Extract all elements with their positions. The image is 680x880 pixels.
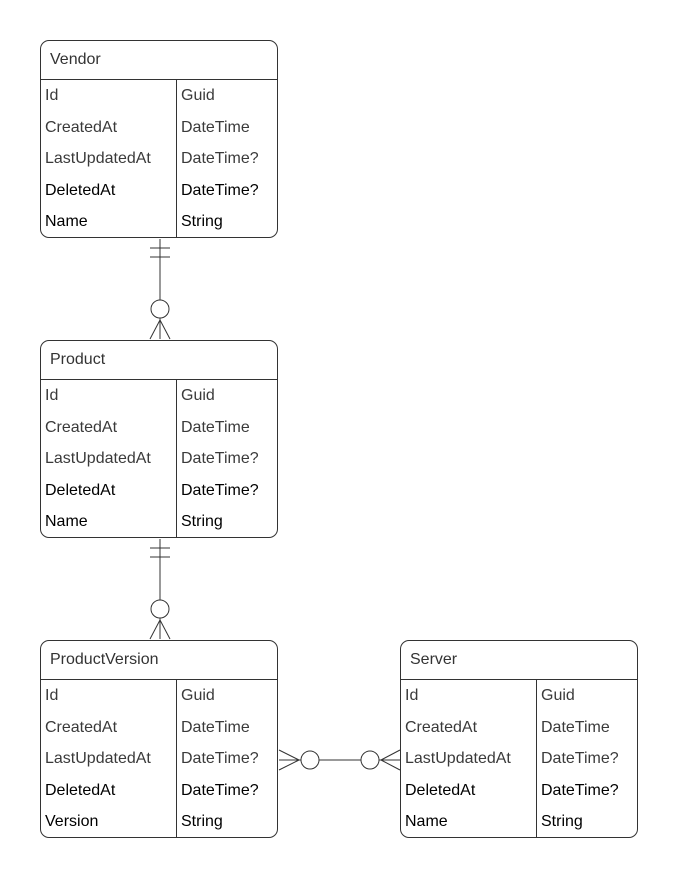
attribute-name: LastUpdatedAt bbox=[405, 750, 511, 768]
relationship-productversion-server[interactable] bbox=[278, 749, 401, 771]
attribute-row: LastUpdatedAt DateTime? bbox=[401, 743, 637, 775]
attribute-name: LastUpdatedAt bbox=[45, 450, 151, 468]
attribute-row: Id Guid bbox=[401, 680, 637, 712]
attribute-type: DateTime bbox=[181, 718, 250, 736]
attribute-name: LastUpdatedAt bbox=[45, 750, 151, 768]
attribute-row: CreatedAt DateTime bbox=[401, 712, 637, 744]
attribute-type: DateTime? bbox=[181, 181, 259, 199]
attribute-row: Id Guid bbox=[41, 380, 277, 412]
attribute-type: DateTime? bbox=[541, 750, 619, 768]
attribute-row: DeletedAt DateTime? bbox=[41, 775, 277, 807]
attribute-name: DeletedAt bbox=[45, 781, 116, 799]
zero-optional-circle bbox=[300, 750, 320, 770]
attribute-type: String bbox=[181, 813, 223, 831]
crows-foot-prong bbox=[159, 319, 171, 340]
attribute-row: CreatedAt DateTime bbox=[41, 712, 277, 744]
entity-title: Server bbox=[401, 641, 637, 680]
crows-foot-prong bbox=[380, 759, 401, 771]
attribute-name: CreatedAt bbox=[45, 718, 118, 736]
attribute-name: Name bbox=[405, 813, 448, 831]
entity-product[interactable]: Product Id Guid CreatedAt DateTime LastU… bbox=[40, 340, 278, 538]
attribute-type: String bbox=[181, 513, 223, 531]
attribute-type: String bbox=[181, 213, 223, 231]
attribute-row: LastUpdatedAt DateTime? bbox=[41, 743, 277, 775]
entity-vendor[interactable]: Vendor Id Guid CreatedAt DateTime LastUp… bbox=[40, 40, 278, 238]
entity-attributes: Id Guid CreatedAt DateTime LastUpdatedAt… bbox=[401, 680, 637, 837]
attribute-type: DateTime? bbox=[181, 750, 259, 768]
attribute-type: DateTime? bbox=[181, 481, 259, 499]
attribute-type: Guid bbox=[181, 687, 215, 704]
attribute-name: DeletedAt bbox=[45, 181, 116, 199]
attribute-name: Version bbox=[45, 813, 99, 831]
attribute-row: Name String bbox=[401, 806, 637, 837]
attribute-name: CreatedAt bbox=[405, 718, 478, 736]
attribute-row: Id Guid bbox=[41, 80, 277, 112]
attribute-row: CreatedAt DateTime bbox=[41, 412, 277, 444]
entity-title: Product bbox=[41, 341, 277, 380]
attribute-type: String bbox=[541, 813, 583, 831]
crows-foot-prong bbox=[278, 759, 300, 771]
entity-title: ProductVersion bbox=[41, 641, 277, 680]
relationship-vendor-product[interactable] bbox=[149, 239, 171, 340]
attribute-type: DateTime? bbox=[181, 150, 259, 168]
relationship-product-productversion[interactable] bbox=[149, 539, 171, 640]
attribute-row: DeletedAt DateTime? bbox=[41, 475, 277, 507]
attribute-row: Name String bbox=[41, 206, 277, 237]
attribute-name: Id bbox=[45, 387, 59, 404]
attribute-type: DateTime? bbox=[541, 781, 619, 799]
entity-attributes: Id Guid CreatedAt DateTime LastUpdatedAt… bbox=[41, 680, 277, 837]
attribute-name: CreatedAt bbox=[45, 118, 118, 136]
column-divider bbox=[176, 680, 177, 837]
attribute-type: Guid bbox=[181, 87, 215, 104]
attribute-row: DeletedAt DateTime? bbox=[401, 775, 637, 807]
attribute-type: DateTime bbox=[541, 718, 610, 736]
attribute-row: DeletedAt DateTime? bbox=[41, 175, 277, 207]
attribute-name: Id bbox=[405, 687, 419, 704]
attribute-type: Guid bbox=[181, 387, 215, 404]
crows-foot-prong bbox=[159, 619, 171, 640]
attribute-row: LastUpdatedAt DateTime? bbox=[41, 143, 277, 175]
column-divider bbox=[176, 380, 177, 537]
attribute-name: Id bbox=[45, 687, 59, 704]
attribute-name: CreatedAt bbox=[45, 418, 118, 436]
entity-server[interactable]: Server Id Guid CreatedAt DateTime LastUp… bbox=[400, 640, 638, 838]
attribute-row: Version String bbox=[41, 806, 277, 837]
attribute-name: DeletedAt bbox=[405, 781, 476, 799]
attribute-name: Name bbox=[45, 213, 88, 231]
column-divider bbox=[536, 680, 537, 837]
attribute-name: Id bbox=[45, 87, 59, 104]
attribute-type: DateTime? bbox=[181, 781, 259, 799]
column-divider bbox=[176, 80, 177, 237]
attribute-name: Name bbox=[45, 513, 88, 531]
entity-productversion[interactable]: ProductVersion Id Guid CreatedAt DateTim… bbox=[40, 640, 278, 838]
attribute-row: CreatedAt DateTime bbox=[41, 112, 277, 144]
attribute-row: Id Guid bbox=[41, 680, 277, 712]
crows-foot-prong bbox=[149, 319, 161, 340]
entity-attributes: Id Guid CreatedAt DateTime LastUpdatedAt… bbox=[41, 80, 277, 237]
attribute-row: Name String bbox=[41, 506, 277, 537]
entity-attributes: Id Guid CreatedAt DateTime LastUpdatedAt… bbox=[41, 380, 277, 537]
zero-optional-circle bbox=[150, 599, 170, 619]
attribute-type: DateTime? bbox=[181, 450, 259, 468]
crows-foot-prong bbox=[149, 619, 161, 640]
zero-optional-circle bbox=[150, 299, 170, 319]
attribute-type: DateTime bbox=[181, 118, 250, 136]
zero-optional-circle bbox=[360, 750, 380, 770]
crows-foot-prong bbox=[380, 749, 401, 761]
crows-foot-prong bbox=[278, 749, 300, 761]
entity-title: Vendor bbox=[41, 41, 277, 80]
attribute-row: LastUpdatedAt DateTime? bbox=[41, 443, 277, 475]
attribute-type: Guid bbox=[541, 687, 575, 704]
attribute-type: DateTime bbox=[181, 418, 250, 436]
attribute-name: DeletedAt bbox=[45, 481, 116, 499]
attribute-name: LastUpdatedAt bbox=[45, 150, 151, 168]
